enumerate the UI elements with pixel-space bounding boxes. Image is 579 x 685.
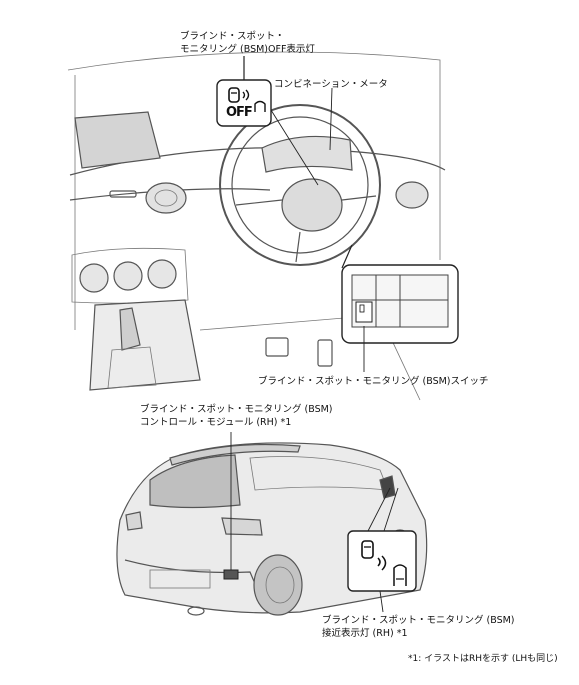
bsm-off-indicator-text: OFF [226,105,253,120]
label-combination-meter: コンビネーション・メータ [274,79,388,90]
climate-dial-left [79,263,109,293]
steering-hub [281,178,343,232]
label-control-module-line1: ブラインド・スポット・モニタリング (BSM) [140,404,333,415]
accelerator-pedal [317,339,333,367]
label-approach-line1: ブラインド・スポット・モニタリング (BSM) [322,615,515,626]
tail-light [221,517,263,536]
climate-dial-center [113,261,143,291]
rear-wheel [253,554,303,616]
brake-pedal [265,337,289,357]
label-bsm-switch: ブラインド・スポット・モニタリング (BSM)スイッチ [258,376,489,387]
left-air-vent [145,182,187,214]
label-approach-line2: 接近表示灯 (RH) *1 [322,628,408,639]
label-bsm-off-line2: モニタリング (BSM)OFF表示灯 [180,44,315,55]
right-air-vent [395,181,429,209]
rear-window [149,454,241,509]
bsm-control-module [223,569,239,580]
footnote: *1: イラストはRHを示す (LHも同じ) [408,654,558,664]
door-mirror [379,475,396,499]
combination-meter [261,135,353,173]
steering-wheel [219,104,381,266]
label-bsm-off-line1: ブラインド・スポット・ [180,31,285,42]
center-display [74,111,161,169]
shift-lever [119,307,141,351]
climate-dial-right [147,259,177,289]
label-control-module-line2: コントロール・モジュール (RH) *1 [140,417,292,428]
bsm-approach-indicator-box [347,530,417,592]
